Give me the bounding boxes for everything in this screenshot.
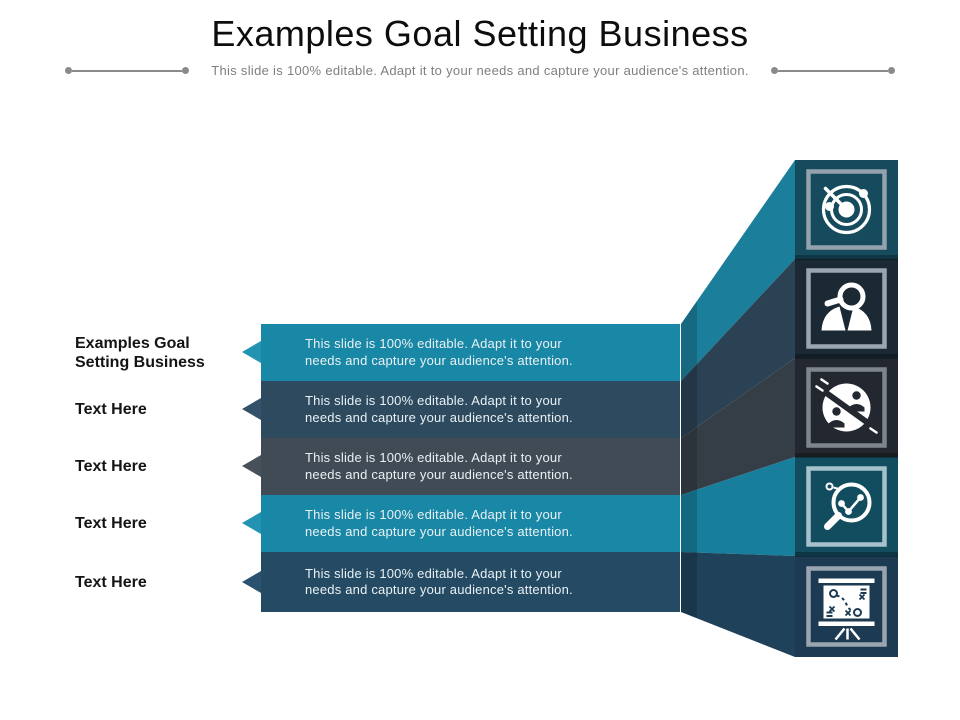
funnel-band-5 <box>681 552 795 657</box>
band-fold-shadow <box>681 552 697 618</box>
band-fold-shadow <box>681 364 697 438</box>
arrow-notch-icon <box>242 341 261 363</box>
icon-frame <box>806 566 887 647</box>
row-label-3[interactable]: Text Here <box>75 458 147 475</box>
subtitle-row: This slide is 100% editable. Adapt it to… <box>0 63 960 78</box>
funnel-band-4 <box>681 457 795 556</box>
slide-title[interactable]: Examples Goal Setting Business <box>211 13 749 54</box>
bar-desc-line: This slide is 100% editable. Adapt it to… <box>305 507 562 522</box>
row-label-4[interactable]: Text Here <box>75 515 147 532</box>
funnel-band-1 <box>681 160 795 381</box>
tile-divider-shadow <box>795 354 898 359</box>
row-label-1[interactable]: Examples Goal Setting Business <box>75 334 205 371</box>
person-search-icon <box>821 282 872 331</box>
bar-desc-line: needs and capture your audience's attent… <box>305 523 573 539</box>
arrow-notch-icon <box>242 455 261 477</box>
row-bar-4[interactable]: This slide is 100% editable. Adapt it to… <box>242 495 680 552</box>
funnel-band-2 <box>681 259 795 438</box>
row-label-2[interactable]: Text Here <box>75 401 147 418</box>
radar-target-icon <box>821 184 872 235</box>
icon-frame <box>806 169 887 250</box>
tile-divider-shadow <box>795 453 898 458</box>
band-fold-shadow <box>681 427 697 495</box>
row-bar-2[interactable]: This slide is 100% editable. Adapt it to… <box>242 381 680 438</box>
bar-desc-line: needs and capture your audience's attent… <box>305 352 573 368</box>
icon-frame <box>806 466 887 547</box>
strategy-board-icon <box>818 578 875 641</box>
bar-desc-line: needs and capture your audience's attent… <box>305 466 573 482</box>
divider-dot-icon <box>65 67 73 74</box>
tile-divider-shadow <box>795 255 898 260</box>
subtitle-divider-left <box>65 67 190 74</box>
divider-dot-icon <box>770 67 778 74</box>
arrow-notch-icon <box>242 512 261 534</box>
slide-subtitle[interactable]: This slide is 100% editable. Adapt it to… <box>211 63 749 78</box>
arrow-notch-icon <box>242 571 261 593</box>
arrow-notch-icon <box>242 398 261 420</box>
tile-divider-shadow <box>795 552 898 557</box>
funnel-graphic <box>681 160 898 657</box>
divider-line <box>72 69 183 72</box>
row-bar-3[interactable]: This slide is 100% editable. Adapt it to… <box>242 438 680 495</box>
row-bar-1[interactable]: This slide is 100% editable. Adapt it to… <box>242 324 680 381</box>
chart-magnifier-icon <box>824 482 872 530</box>
icon-frame <box>806 367 887 448</box>
band-fold-shadow <box>681 301 697 381</box>
bar-desc-line: needs and capture your audience's attent… <box>305 409 573 425</box>
bar-desc-line: This slide is 100% editable. Adapt it to… <box>305 336 562 351</box>
divider-dot-icon <box>182 67 190 74</box>
funnel-band-3 <box>681 358 795 495</box>
band-fold-shadow <box>681 490 697 553</box>
bar-desc-line: This slide is 100% editable. Adapt it to… <box>305 565 562 581</box>
icon-tile-4[interactable] <box>795 457 898 556</box>
people-restriction-icon <box>815 378 878 434</box>
row-label-5[interactable]: Text Here <box>75 573 147 591</box>
bar-desc-line: needs and capture your audience's attent… <box>305 582 573 597</box>
divider-line <box>777 69 888 72</box>
bar-desc-line: This slide is 100% editable. Adapt it to… <box>305 450 562 465</box>
bar-desc-line: This slide is 100% editable. Adapt it to… <box>305 393 562 408</box>
row-bar-5[interactable]: This slide is 100% editable. Adapt it to… <box>242 552 680 612</box>
icon-frame <box>806 268 887 349</box>
divider-dot-icon <box>887 67 895 74</box>
subtitle-divider-right <box>770 67 895 74</box>
